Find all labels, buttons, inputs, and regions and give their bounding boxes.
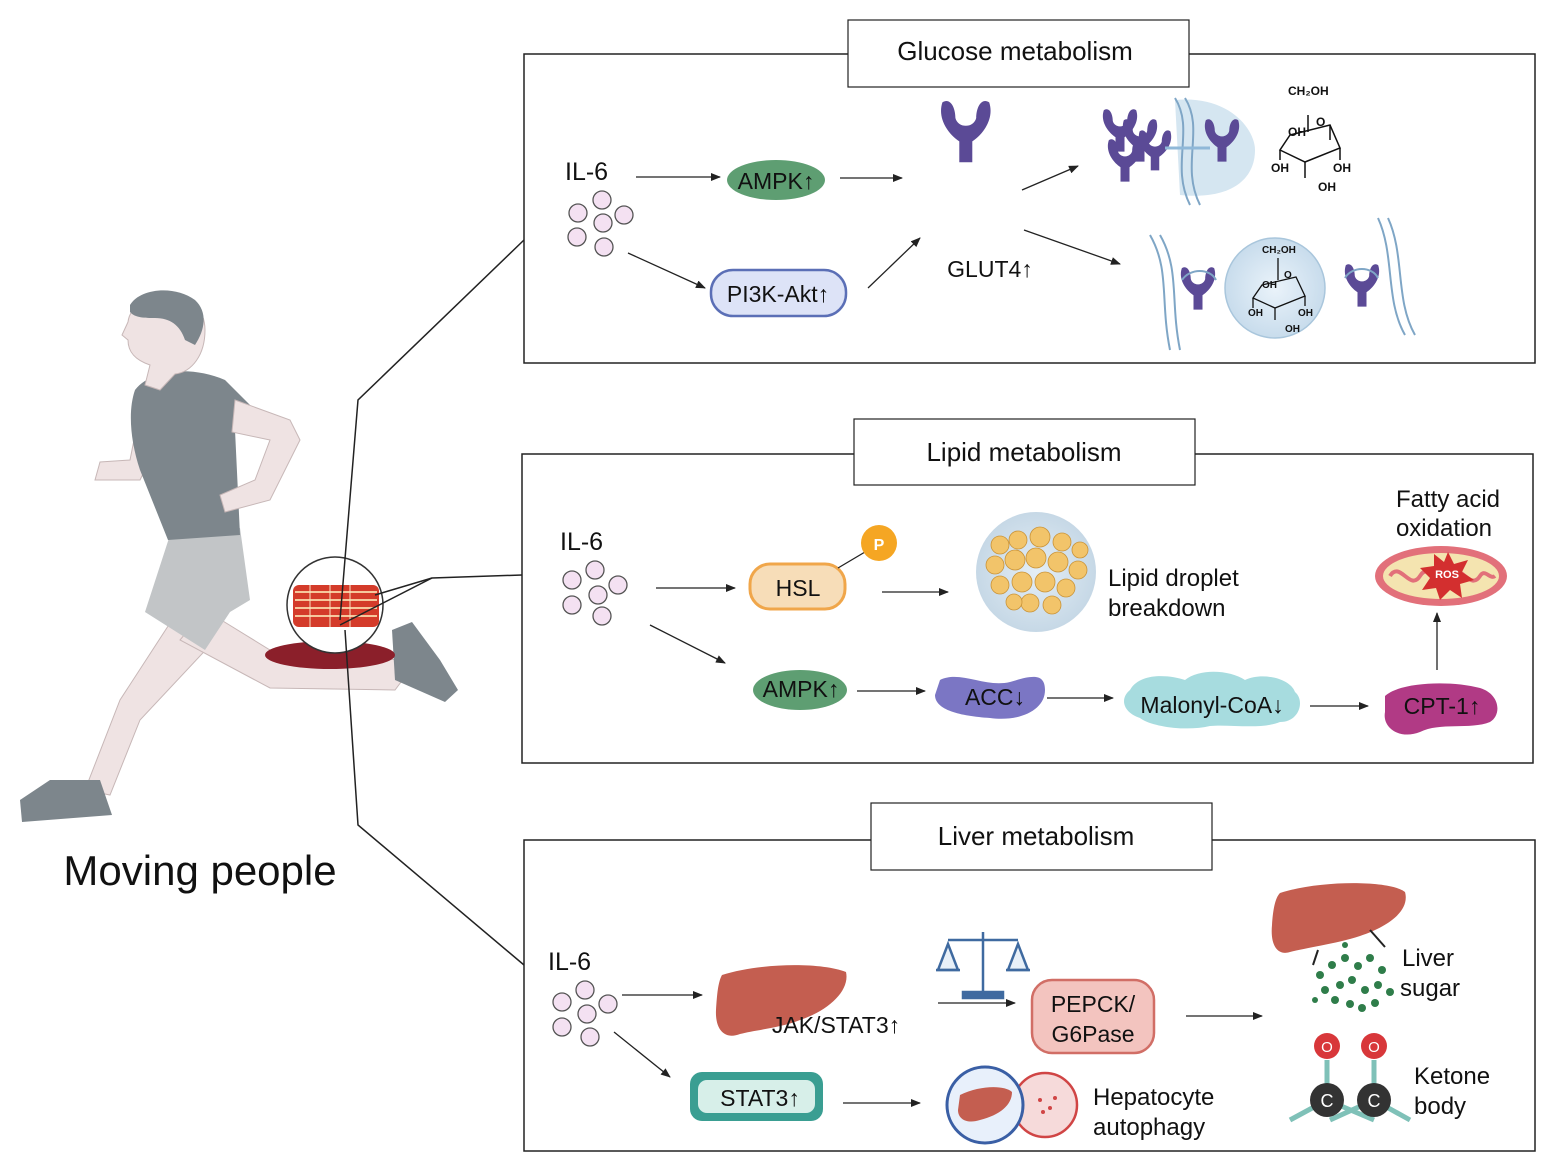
autophagy-icon <box>945 1065 1079 1145</box>
jak-stat3-label: JAK/STAT3↑ <box>772 1012 900 1038</box>
lipid-title: Lipid metabolism <box>926 437 1121 467</box>
glucose-il6-molecules <box>567 190 634 257</box>
glucose-o-top: O <box>1316 115 1325 129</box>
balance-icon <box>936 932 1030 1000</box>
cpt1-node <box>1384 683 1498 735</box>
pepck-line1: PEPCK/ <box>1051 991 1136 1017</box>
hepatocyte-line2: autophagy <box>1093 1114 1205 1141</box>
ketone-c-2: C <box>1368 1091 1381 1111</box>
liver-il6-molecules <box>552 980 618 1047</box>
person-caption: Moving people <box>63 847 336 894</box>
connector-lines <box>339 239 525 966</box>
ketone-line2: body <box>1414 1093 1466 1120</box>
glucose-title-box <box>847 19 1190 88</box>
glucose-structure-top <box>1278 115 1341 178</box>
liver-icon-jak <box>715 965 847 1036</box>
acc-node <box>935 676 1045 719</box>
glucose-o-bottom: O <box>1284 270 1292 281</box>
glut4-translocation-icon <box>1102 97 1255 206</box>
ketone-o-1: O <box>1321 1039 1333 1056</box>
liver-panel: Liver metabolism IL-6 JAK/STAT3↑ PEPCK/ … <box>523 802 1536 1152</box>
liver-icon-sugar <box>1271 883 1406 953</box>
ketone-o-2: O <box>1368 1039 1380 1056</box>
lipid-ampk-node <box>753 670 847 710</box>
liver-sugar-line1: Liver <box>1402 945 1454 972</box>
acc-label: ACC↓ <box>965 684 1025 710</box>
mitochondrion-icon <box>1375 546 1507 606</box>
fao-line1: Fatty acid <box>1396 486 1500 513</box>
phospho-badge <box>861 525 897 561</box>
lipid-ampk-label: AMPK↑ <box>763 676 840 702</box>
glucose-ch2oh-top: CH₂OH <box>1288 84 1329 98</box>
glucose-il6-label: IL-6 <box>565 158 608 186</box>
glucose-panel: Glucose metabolism IL-6 AMPK↑ PI3K-Akt↑ … <box>523 19 1536 364</box>
glucose-oh-bottom-1: OH <box>1262 280 1277 291</box>
running-person: Moving people <box>20 290 458 894</box>
pepck-node <box>1030 978 1156 1055</box>
lipid-il6-molecules <box>562 560 628 626</box>
hsl-node <box>748 562 847 611</box>
glucose-structure-bottom <box>1252 258 1306 320</box>
thigh-muscle <box>265 641 395 669</box>
pi3k-label: PI3K-Akt↑ <box>727 281 829 307</box>
ros-label: ROS <box>1435 569 1459 581</box>
glucose-title: Glucose metabolism <box>897 36 1133 66</box>
glucose-oh-bottom-4: OH <box>1285 324 1300 335</box>
hsl-label: HSL <box>776 575 821 601</box>
lipid-title-box <box>853 418 1196 486</box>
lipid-panel: Lipid metabolism IL-6 HSL P Lipid drople <box>521 418 1534 764</box>
liver-il6-label: IL-6 <box>548 948 591 976</box>
glucose-oh-top-4: OH <box>1318 180 1336 194</box>
glucose-oh-bottom-2: OH <box>1248 308 1263 319</box>
fao-line2: oxidation <box>1396 515 1492 542</box>
hepatocyte-line1: Hepatocyte <box>1093 1084 1214 1111</box>
pepck-line2: G6Pase <box>1051 1021 1134 1047</box>
glycogen-icon <box>1312 942 1394 1012</box>
liver-title-box <box>870 802 1213 871</box>
malonyl-label: Malonyl-CoA↓ <box>1140 692 1283 718</box>
malonyl-node <box>1124 671 1300 729</box>
lipid-droplet-line1: Lipid droplet <box>1108 565 1239 592</box>
glucose-uptake-icon <box>1149 217 1416 351</box>
glucose-ch2oh-bottom: CH₂OH <box>1262 245 1296 256</box>
ketone-body-icon <box>1288 1033 1412 1123</box>
stat3-label: STAT3↑ <box>720 1085 800 1111</box>
lipid-il6-label: IL-6 <box>560 528 603 556</box>
muscle-fiber-icon <box>293 585 379 627</box>
glucose-ampk-node <box>727 160 825 200</box>
cpt1-label: CPT-1↑ <box>1404 693 1481 719</box>
pi3k-node <box>709 268 848 318</box>
liver-sugar-line2: sugar <box>1400 975 1460 1002</box>
ketone-c-1: C <box>1321 1091 1334 1111</box>
glucose-oh-bottom-3: OH <box>1298 308 1313 319</box>
ketone-line1: Ketone <box>1414 1063 1490 1090</box>
lipid-droplet-line2: breakdown <box>1108 595 1225 622</box>
phospho-label: P <box>874 537 885 554</box>
glucose-oh-top-2: OH <box>1271 161 1289 175</box>
glucose-ampk-label: AMPK↑ <box>738 168 815 194</box>
glucose-oh-top-1: OH <box>1288 125 1306 139</box>
glut4-label: GLUT4↑ <box>947 256 1033 282</box>
lipid-droplet-icon <box>976 512 1096 632</box>
glucose-oh-top-3: OH <box>1333 161 1351 175</box>
liver-title: Liver metabolism <box>938 821 1135 851</box>
